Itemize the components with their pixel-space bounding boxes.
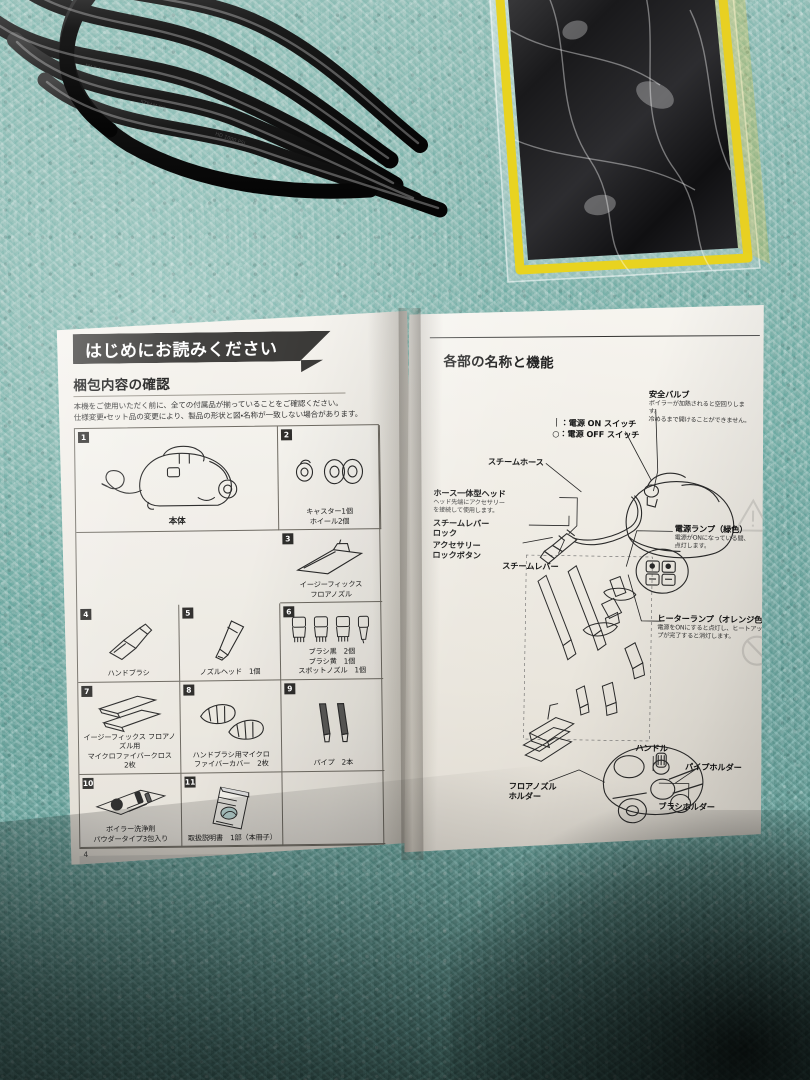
packing-item-8-label: ハンドブラシ用マイクロ ファイバーカバー 2枚 <box>192 749 270 769</box>
packing-item-4: 4 ハンドブラシ <box>77 605 180 683</box>
section-title-packing: 梱包内容の確認 <box>73 376 171 395</box>
packing-item-10: 10 ボイラー洗浄剤 パウダータイプ3包入り <box>79 774 182 849</box>
instruction-manual-icon <box>184 775 279 833</box>
item-number-badge: 1 <box>78 432 89 443</box>
packing-item-7-label: イージーフィックス フロアノズル用 マイクロファイバークロス 2枚 <box>83 731 179 770</box>
packing-item-2: 2 キャスター1個 ホイー <box>278 425 381 531</box>
page-number: 4 <box>83 849 89 859</box>
packing-item-5: 5 ノズルヘッド 1個 <box>179 604 281 682</box>
label-pipe-holder: パイプホルダー <box>685 761 742 773</box>
instruction-booklet: はじめにお読みください 梱包内容の確認 本機をご使用いただく前に、全ての付属品が… <box>56 300 762 865</box>
nozzle-head-icon <box>182 607 277 668</box>
label-safety-valve-sub: ボイラーが加熱されると空回りします。 冷めるまで開けることができません。 <box>648 400 751 425</box>
label-heater-lamp: ヒーターランプ（オレンジ色） 電源をONにすると点灯し、ヒートアッ プが完了する… <box>657 613 771 641</box>
packing-item-6: 6 <box>280 602 383 680</box>
packing-item-10-label: ボイラー洗浄剤 パウダータイプ3包入り <box>93 824 169 844</box>
packing-item-2-label: キャスター1個 ホイール2個 <box>306 506 353 526</box>
booklet-right-page: はじめに 各部の名称と機能 <box>403 298 768 862</box>
item-number-badge: 8 <box>183 684 194 695</box>
label-steam-hose: スチームホース <box>487 456 544 468</box>
label-steam-lever: スチームレバー <box>502 560 559 572</box>
label-safety-valve: 安全バルブ ボイラーが加熱されると空回りします。 冷めるまで開けることができませ… <box>648 389 753 426</box>
hand-brush-icon <box>80 608 176 669</box>
round-brushes-icon <box>283 605 380 647</box>
packing-item-5-label: ノズルヘッド 1個 <box>199 667 261 677</box>
packing-item-3: 3 イージーフィックス フロアノズル <box>279 529 382 603</box>
microfiber-cloth-icon <box>81 685 177 733</box>
label-steam-lever-lock: スチームレバー ロック <box>432 517 490 539</box>
descaler-powder-icon <box>82 777 178 826</box>
bagged-accessory-object <box>480 0 810 300</box>
packing-item-4-label: ハンドブラシ <box>107 668 150 679</box>
item-number-badge: 2 <box>281 429 292 440</box>
label-integrated-head: ホース一体型ヘッド ヘッド先端にアクセサリー を接続して使用します。 <box>433 487 506 515</box>
packing-item-11-label: 取扱説明書 1部（本冊子） <box>187 832 277 843</box>
packing-item-6-label: ブラシ黒 2個 ブラシ黄 1個 スポットノズル 1個 <box>298 646 367 676</box>
label-power-lamp-sub: 電源がONになっている間、 点灯します。 <box>674 534 750 551</box>
microfiber-cover-icon <box>183 683 278 750</box>
page-top-rule <box>430 335 760 339</box>
steam-cleaner-body-icon <box>78 429 275 518</box>
label-power-lamp: 電源ランプ（緑色） 電源がONになっている間、 点灯します。 <box>674 523 750 551</box>
floor-nozzle-icon <box>282 532 379 580</box>
packing-item-3-label: イージーフィックス フロアノズル <box>299 579 363 599</box>
item-number-badge: 11 <box>184 777 196 787</box>
item-number-badge: 9 <box>284 683 295 694</box>
caster-wheels-icon <box>281 428 377 508</box>
packing-item-1-label: 本体 <box>168 516 186 527</box>
label-accessory-lock-button: アクセサリー ロックボタン <box>432 539 481 561</box>
intro-paragraph: 本機をご使用いただく前に、全ての付属品が揃っていることをご確認ください。 仕様変… <box>74 397 392 423</box>
packing-item-9: 9 パイプ 2本 <box>281 679 384 772</box>
packing-item-9-label: パイプ 2本 <box>313 757 354 768</box>
packing-item-7: 7 イージーフィックス フロアノズル用 マイクロファイバークロス 2枚 <box>78 682 181 775</box>
label-floor-nozzle-holder: フロアノズル ホルダー <box>508 780 557 802</box>
label-power-off-switch: ○：電源 OFF スイッチ <box>552 428 640 440</box>
packing-table-empty-cell <box>282 771 385 846</box>
booklet-left-page: はじめにお読みください 梱包内容の確認 本機をご使用いただく前に、全ての付属品が… <box>51 311 417 865</box>
label-integrated-head-sub: ヘッド先端にアクセサリー を接続して使用します。 <box>433 498 505 515</box>
banner-tail-shape <box>301 360 323 372</box>
packing-item-8: 8 ハンドブラシ用マイクロ ファイバーカバー 2枚 <box>180 680 282 773</box>
banner-title-text: はじめにお読みください <box>84 338 278 362</box>
item-number-badge: 5 <box>182 608 193 619</box>
item-number-badge: 7 <box>81 686 92 697</box>
label-handle: ハンドル <box>635 742 668 754</box>
section-title-parts: 各部の名称と機能 <box>443 353 554 372</box>
label-heater-lamp-sub: 電源をONにすると点灯し、ヒートアッ プが完了すると消灯します。 <box>657 624 763 641</box>
label-power-on-switch: ｜：電源 ON スイッチ <box>552 417 637 429</box>
packing-list-table: 1 <box>74 424 384 849</box>
extension-pipes-icon <box>284 682 381 759</box>
packing-item-1: 1 <box>75 426 279 533</box>
page-banner-title: はじめにお読みください <box>73 331 331 364</box>
packing-item-11: 11 取扱説明書 1部（本冊子） <box>181 772 283 847</box>
item-number-badge: 3 <box>282 534 293 545</box>
item-number-badge: 4 <box>80 609 91 620</box>
item-number-badge: 10 <box>82 778 94 788</box>
item-number-badge: 6 <box>283 607 294 618</box>
steam-hose-object: STEAM JET HD 1000 PSI MAX 120C <box>0 0 490 285</box>
floor-shadow-right <box>450 810 810 1080</box>
